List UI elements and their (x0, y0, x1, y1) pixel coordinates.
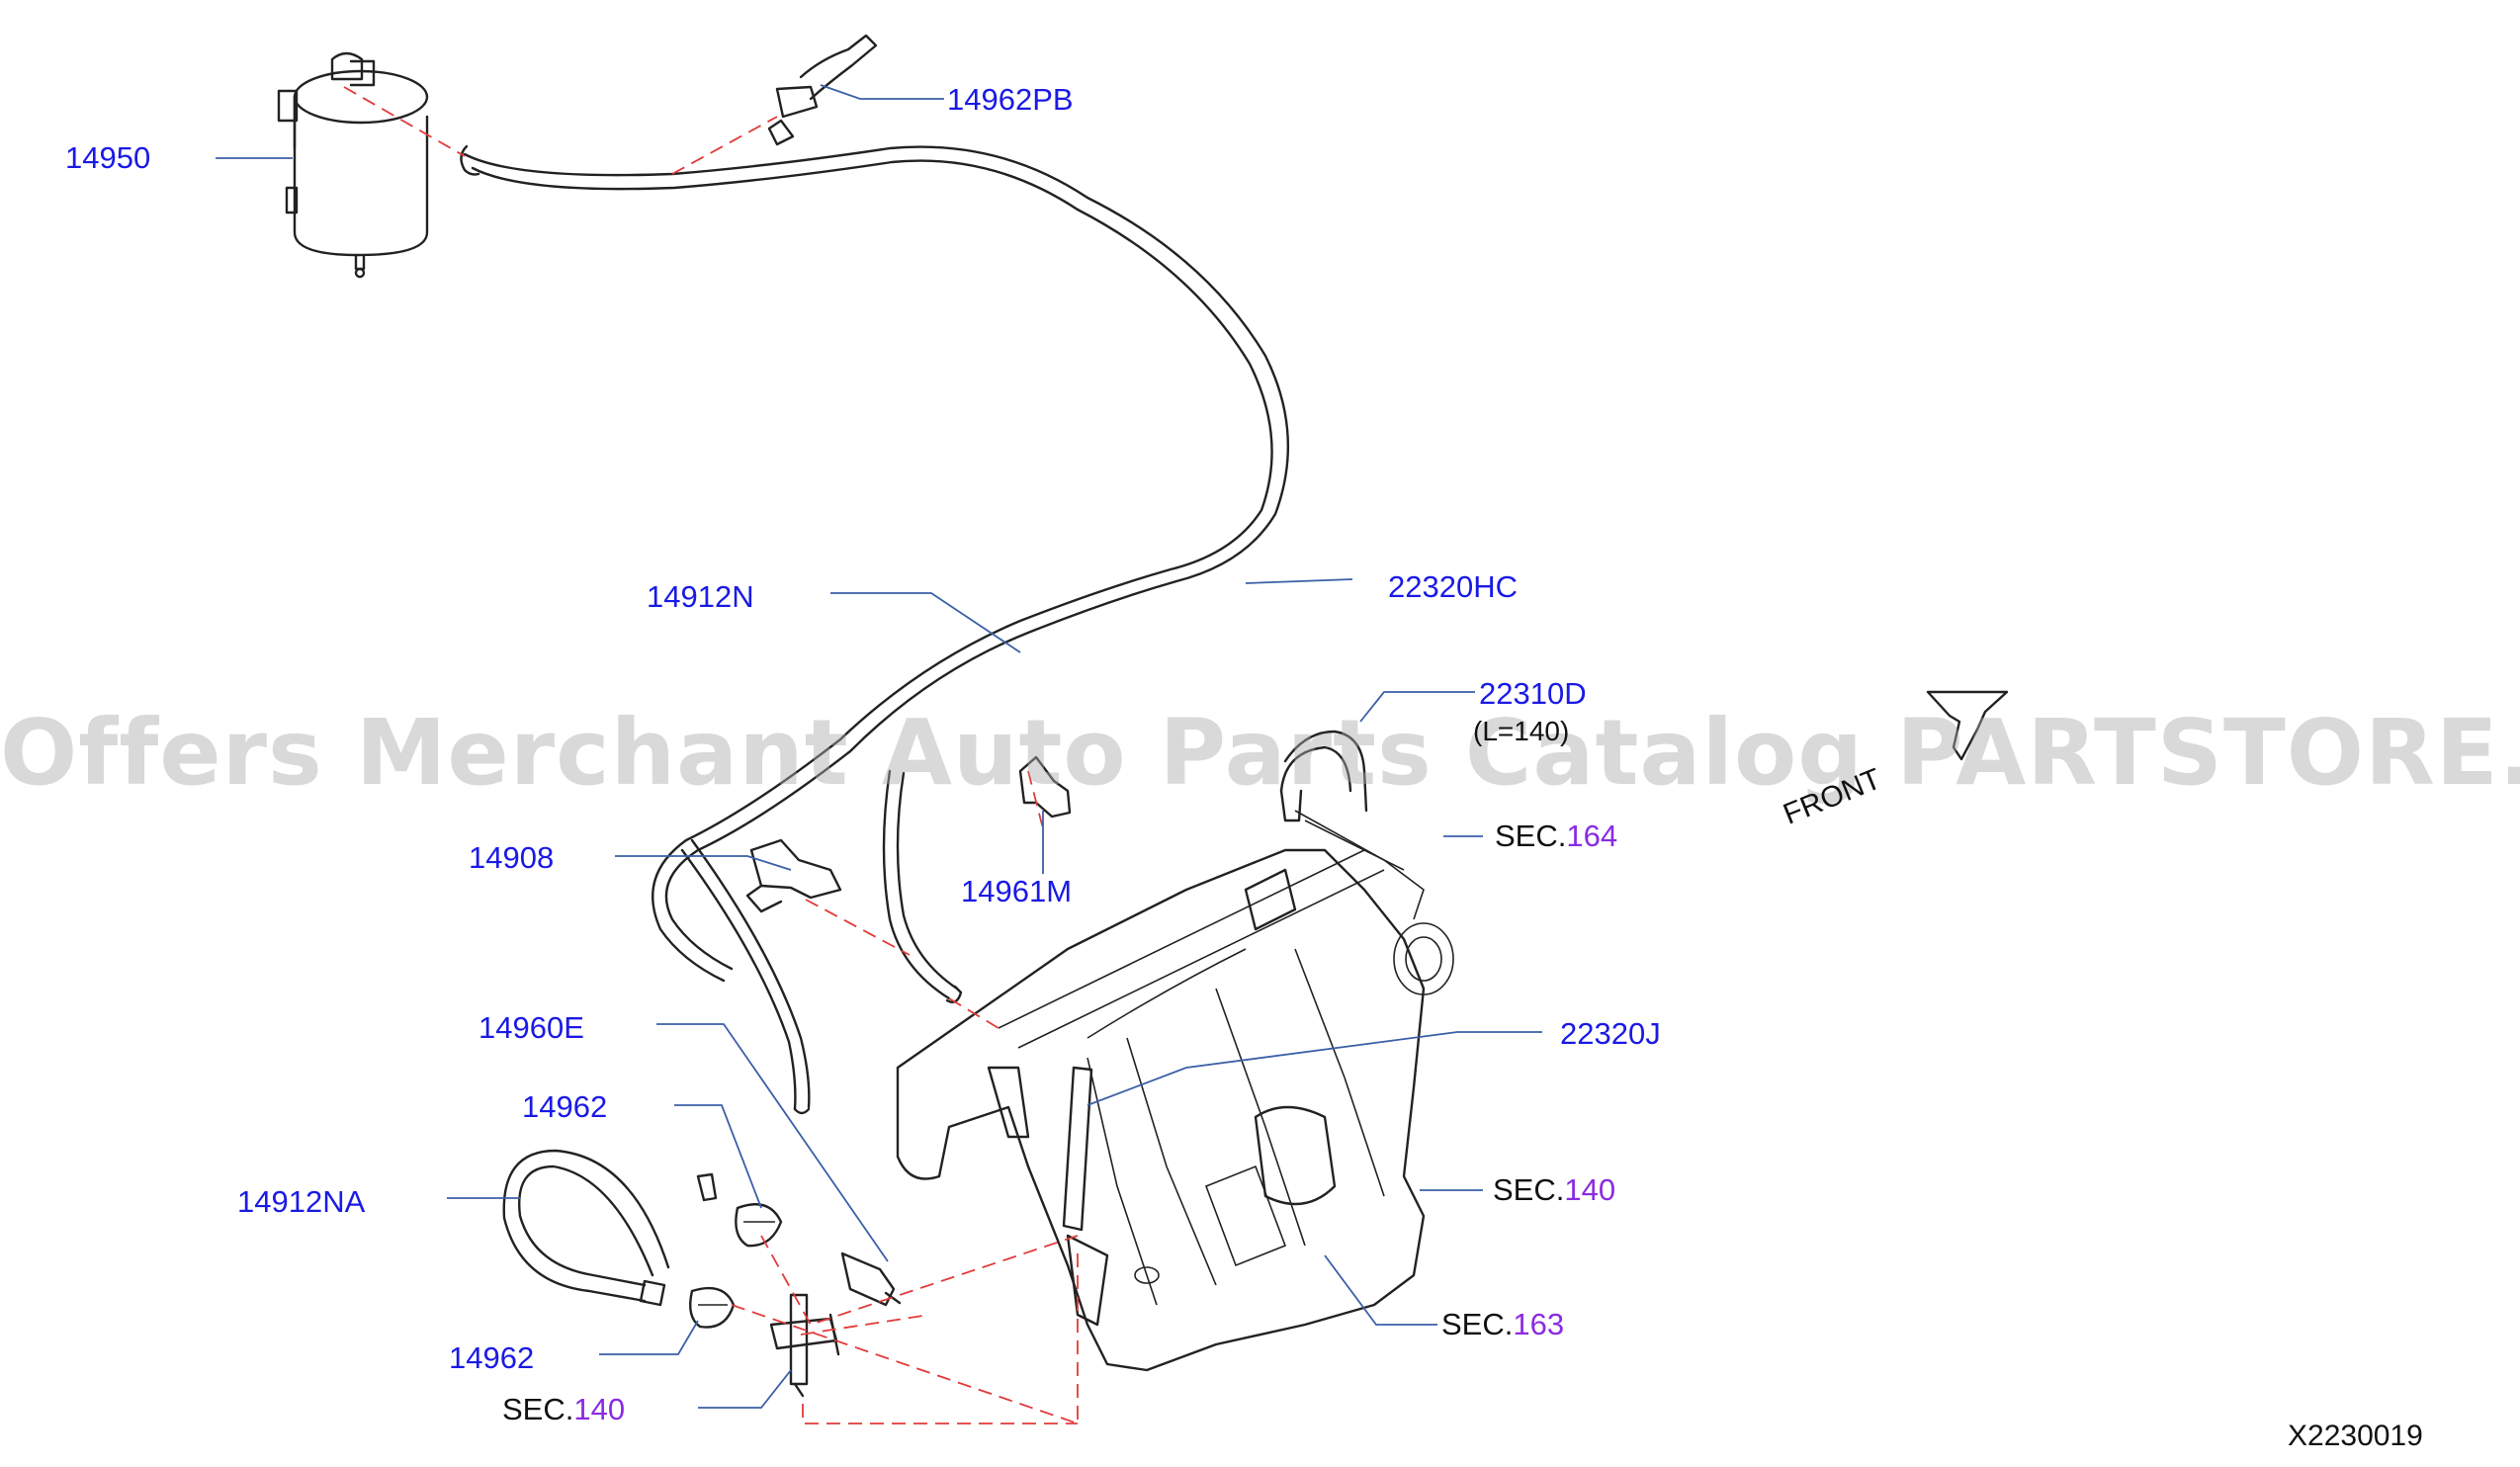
section-ref-140-left[interactable]: SEC.140 (502, 1394, 625, 1424)
watermark: Offers Merchant Auto Parts Catalog PARTS… (0, 700, 2520, 806)
callout-14962-lower[interactable]: 14962 (449, 1340, 535, 1375)
section-prefix: SEC. (1441, 1307, 1514, 1341)
section-ref-164[interactable]: SEC.164 (1495, 820, 1617, 851)
callout-14962-upper[interactable]: 14962 (522, 1089, 608, 1124)
canister-14950[interactable] (277, 51, 429, 279)
section-number: 140 (573, 1392, 626, 1426)
callout-22320hc[interactable]: 22320HC (1388, 569, 1518, 604)
callout-14960e[interactable]: 14960E (478, 1010, 584, 1045)
diagram-id: X2230019 (2288, 1420, 2423, 1452)
callout-14950[interactable]: 14950 (65, 140, 151, 175)
assembly-guides (343, 86, 1079, 1425)
section-number: 163 (1513, 1307, 1565, 1341)
hose-14912na[interactable] (502, 1149, 718, 1307)
callout-14912na[interactable]: 14912NA (237, 1184, 366, 1219)
front-arrow-icon (1926, 690, 2009, 761)
callout-14908[interactable]: 14908 (469, 840, 555, 875)
intake-manifold[interactable] (896, 810, 1454, 1372)
valve-hose-22310d[interactable] (1279, 730, 1368, 822)
leader-lines (216, 84, 1542, 1409)
callout-14962pb[interactable]: 14962PB (947, 82, 1074, 117)
hose-22320hc[interactable] (460, 144, 1290, 983)
hose-22320j[interactable] (1062, 948, 1247, 1232)
callout-22310d[interactable]: 22310D (1479, 676, 1587, 711)
section-prefix: SEC. (1495, 819, 1567, 853)
section-number: 140 (1564, 1172, 1616, 1207)
clamp-14962-upper[interactable] (735, 1203, 783, 1248)
section-ref-140-right[interactable]: SEC.140 (1493, 1174, 1615, 1205)
connector-14960e[interactable] (840, 1251, 902, 1307)
section-prefix: SEC. (1493, 1172, 1565, 1207)
callout-14912n[interactable]: 14912N (647, 579, 754, 614)
clip-14962pb[interactable] (767, 34, 878, 146)
clip-14961m[interactable] (1018, 755, 1072, 819)
section-prefix: SEC. (502, 1392, 574, 1426)
callout-22310d-note: (L=140) (1473, 716, 1570, 746)
callout-22320j[interactable]: 22320J (1560, 1016, 1661, 1051)
tee-joint[interactable] (769, 1293, 840, 1398)
section-number: 164 (1566, 819, 1618, 853)
section-ref-163[interactable]: SEC.163 (1441, 1309, 1564, 1339)
clamp-14908[interactable] (745, 838, 842, 913)
hose-14912n[interactable] (680, 838, 811, 1115)
hose-short[interactable] (882, 769, 963, 1003)
callout-14961m[interactable]: 14961M (961, 874, 1073, 908)
clamp-14962-lower[interactable] (689, 1286, 736, 1329)
